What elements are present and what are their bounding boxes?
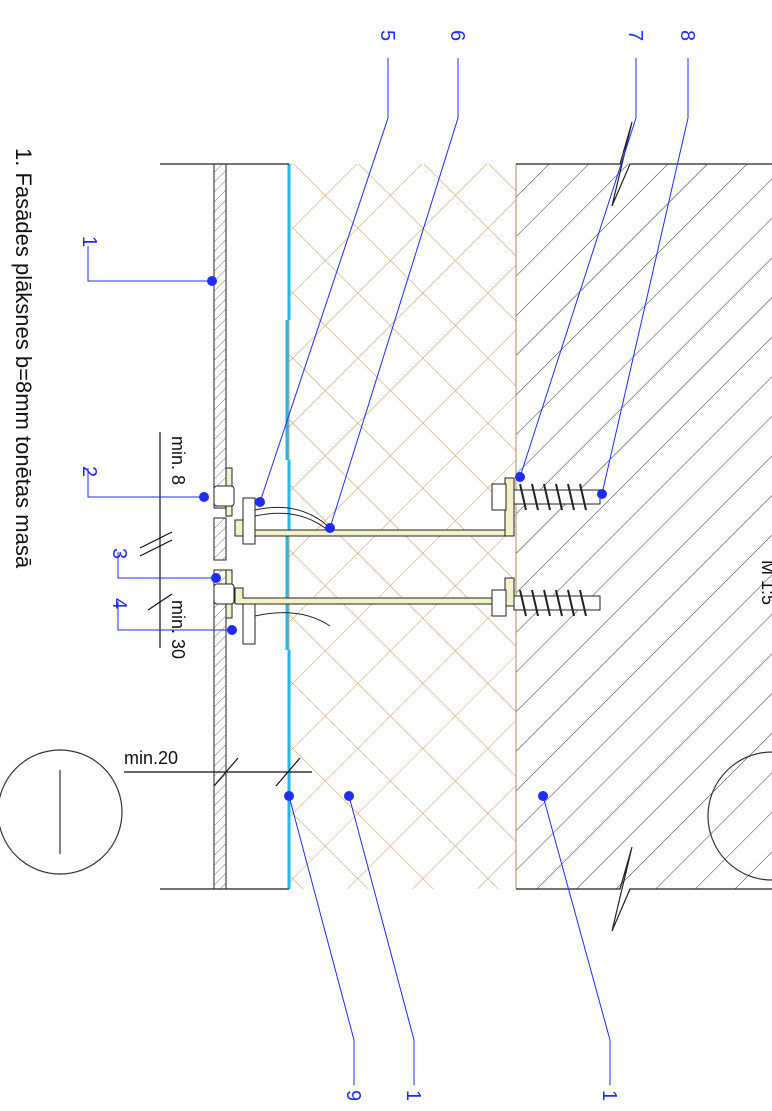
callout-label-7: 7 <box>624 30 646 42</box>
section-symbol <box>0 749 772 881</box>
callout-label-11: 1 <box>598 1090 620 1102</box>
bracket-upper <box>213 467 601 545</box>
callout-label-5: 5 <box>376 30 398 42</box>
dimension-lines <box>124 432 312 787</box>
dimension-min8: min. 8 <box>168 436 188 486</box>
dimension-min20: min.20 <box>124 748 179 768</box>
legend-item-1: 1. Fasādes plāksnes b=8mm tonētas masā <box>11 148 36 569</box>
callout-label-8: 8 <box>676 30 698 42</box>
concrete-wall <box>515 121 772 932</box>
callout-leaders <box>87 58 689 1085</box>
callout-label-10: 1 <box>402 1090 424 1102</box>
facade-panels <box>213 163 227 890</box>
scale-label: M 1:5 <box>758 560 772 606</box>
callout-label-1: 1 <box>78 236 100 248</box>
dimension-min30: min. 30 <box>168 600 188 660</box>
callout-dots <box>199 276 607 801</box>
callout-label-4: 4 <box>108 598 130 610</box>
callout-label-2: 2 <box>78 466 100 478</box>
callout-label-3: 3 <box>108 548 130 560</box>
callout-label-9: 9 <box>342 1090 364 1102</box>
bracket-lower <box>213 569 601 645</box>
callout-label-6: 6 <box>446 30 468 42</box>
wind-membrane <box>285 164 291 889</box>
